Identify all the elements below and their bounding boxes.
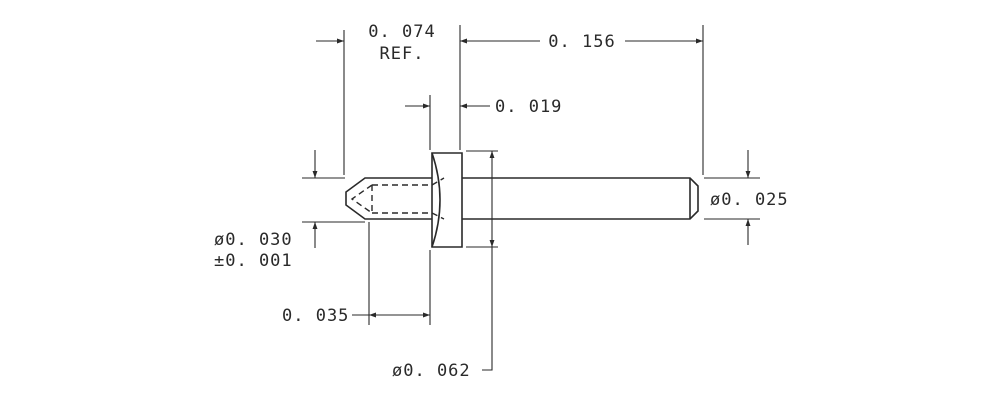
head-diameter-label: ø0. 062 — [392, 361, 471, 381]
dim-headdia-leader — [482, 247, 493, 371]
pin-head-flange — [431, 152, 463, 248]
extension-lines — [302, 25, 760, 325]
pin-shank — [462, 177, 699, 220]
body-diameter-label: ø0. 030 — [214, 230, 293, 250]
pin-head-curve — [431, 152, 441, 248]
head-thickness-label: 0. 019 — [495, 97, 562, 117]
pin-part-outline — [345, 152, 699, 248]
pin-nose — [345, 177, 432, 220]
ref-length-label: 0. 074 — [368, 22, 435, 42]
hidden-counterbore — [431, 177, 445, 220]
pin-hidden-lines — [350, 177, 445, 220]
dimension-lines — [312, 38, 751, 371]
hidden-bore — [371, 184, 432, 214]
hidden-cone — [350, 184, 373, 214]
overall-length-label: 0. 156 — [548, 32, 615, 52]
tip-diameter-label: ø0. 025 — [710, 190, 789, 210]
ref-label: REF. — [380, 44, 425, 64]
shank-length-label: 0. 035 — [282, 306, 349, 326]
dimension-labels: 0. 074 REF. 0. 156 0. 019 ø0. 025 ø0. 03… — [214, 22, 789, 381]
body-tolerance-label: ±0. 001 — [214, 251, 293, 271]
